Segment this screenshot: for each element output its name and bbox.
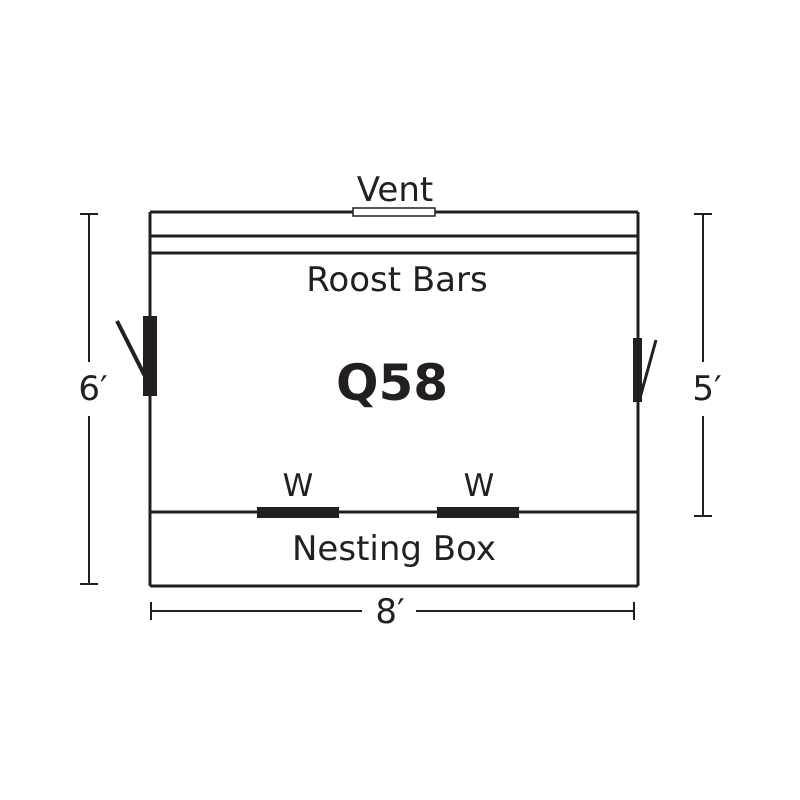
left-door <box>115 316 157 396</box>
left-height-dimension <box>80 213 98 585</box>
left-door-swing <box>115 320 155 393</box>
window-right-symbol <box>437 507 519 518</box>
roost-bars <box>150 234 638 255</box>
nesting-box-label: Nesting Box <box>292 529 496 569</box>
width-label: 8′ <box>375 592 404 632</box>
right-door-swing <box>638 339 658 399</box>
vent-label: Vent <box>357 170 433 210</box>
window-left-label: W <box>283 468 314 504</box>
window-right-label: W <box>464 468 495 504</box>
width-dimension <box>150 602 635 620</box>
right-door-frame <box>633 338 642 402</box>
window-left-symbol <box>257 507 339 518</box>
right-height-label: 5′ <box>692 369 721 409</box>
left-height-label: 6′ <box>78 369 107 409</box>
right-height-dimension <box>694 213 712 517</box>
roost-bars-label: Roost Bars <box>306 260 487 300</box>
vent-symbol <box>352 207 436 217</box>
right-door <box>633 338 658 402</box>
model-code: Q58 <box>336 354 448 412</box>
